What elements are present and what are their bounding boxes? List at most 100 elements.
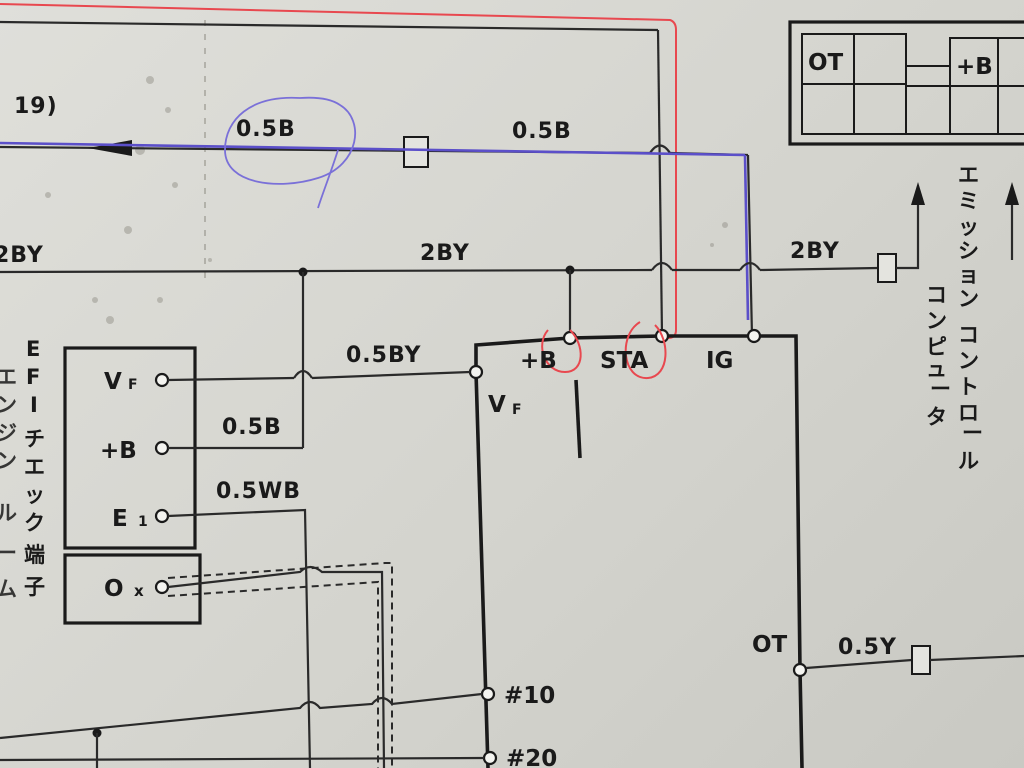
shield-dash-2: [167, 580, 379, 768]
wire-2by: [0, 268, 653, 274]
svg-text:ピ: ピ: [926, 335, 947, 359]
svg-text:エ: エ: [24, 455, 45, 479]
svg-text:ル: ル: [958, 449, 979, 473]
svg-text:ミ: ミ: [958, 189, 979, 213]
svg-text:チ: チ: [24, 427, 45, 451]
sta-feed-wire: [656, 29, 664, 336]
terminal-vf: [468, 364, 484, 380]
svg-text:エ: エ: [0, 365, 17, 389]
svg-text:ク: ク: [24, 511, 45, 535]
svg-text:ョ: ョ: [958, 263, 979, 287]
plus-b-stub: [574, 379, 582, 459]
computer-label: コ ン ピ ュ ー タ: [926, 283, 951, 429]
svg-text:子: 子: [24, 575, 45, 599]
shield-dash-1: [167, 562, 393, 768]
terminal-ot: [792, 662, 808, 678]
label-wire-mid-right: 2BY: [790, 239, 840, 264]
terminal-20: [482, 750, 498, 766]
pin-label-f-sub: F: [128, 377, 138, 393]
emission-connector-grid: [801, 33, 1024, 135]
pin-label-plus-b: +B: [100, 438, 137, 464]
pin-vf: [154, 372, 170, 388]
inline-connector-2: [877, 253, 897, 283]
wire-vf-hop: [293, 369, 313, 379]
svg-text:シ: シ: [958, 239, 979, 263]
label-top-left: 19): [14, 94, 58, 119]
wire-ot: [805, 658, 913, 670]
svg-text:コ: コ: [926, 283, 947, 307]
wire-drop-ig: [746, 154, 754, 337]
svg-text:ム: ム: [0, 577, 17, 601]
pin-label-1-sub: 1: [138, 514, 148, 530]
svg-text:ー: ー: [930, 377, 951, 401]
ecu-label-ig: IG: [706, 348, 733, 374]
wire-crossover-2: [651, 261, 673, 271]
pin-plus-b: [154, 440, 170, 456]
svg-text:ン: ン: [958, 287, 979, 311]
svg-text:ジ: ジ: [0, 421, 17, 445]
svg-text:ロ: ロ: [958, 401, 979, 425]
terminal-10: [480, 686, 496, 702]
paper-texture: [45, 20, 728, 324]
pin-label-e: E: [112, 506, 128, 532]
svg-text:ン: ン: [0, 449, 17, 473]
svg-text:E: E: [26, 337, 40, 361]
wire-2by-far-right: [759, 266, 879, 272]
svg-text:F: F: [26, 365, 40, 389]
svg-text:ン: ン: [926, 309, 947, 333]
purple-marker-vertical: [743, 154, 750, 321]
red-circle-sta: [624, 321, 667, 380]
ecu-left-boundary: [474, 371, 490, 768]
red-circle-plus-b: [541, 329, 582, 374]
ecu-label-sta: STA: [600, 348, 648, 374]
svg-text:ー: ー: [962, 421, 983, 445]
ecu-label-10: #10: [504, 683, 555, 709]
label-wire-mid-left: 2BY: [0, 243, 44, 268]
wire-crossover: [649, 144, 671, 154]
pin-label-v: V: [104, 369, 122, 395]
emission-connector-outline: [788, 20, 1024, 146]
ecu-label-20: #20: [506, 746, 557, 768]
emission-control-label: エ ミ ッ シ ョ ン コ ン ト ロ ー ル: [958, 163, 983, 473]
label-wire-e1: 0.5WB: [216, 479, 301, 504]
up-arrow-1: [911, 182, 925, 205]
emission-pin-ot: OT: [808, 50, 844, 76]
svg-text:ト: ト: [958, 375, 979, 399]
check-connector-title: E F I チ エ ッ ク 端 子: [24, 337, 45, 599]
wire-vf-b: [311, 370, 471, 380]
svg-text:ッ: ッ: [958, 215, 979, 239]
ecu-label-ot: OT: [752, 632, 788, 658]
ecu-label-v: V: [488, 392, 506, 418]
svg-text:タ: タ: [926, 405, 947, 429]
terminal-ig: [746, 328, 762, 344]
wire-to-20: [0, 756, 485, 762]
ecu-label-f-sub: F: [512, 402, 522, 418]
label-wire-mid-center: 2BY: [420, 241, 470, 266]
purple-circle-mark: [224, 96, 356, 185]
flow-arrow: [88, 140, 132, 156]
label-wire-ot: 0.5Y: [838, 635, 897, 660]
red-marker-trace: [0, 3, 677, 339]
pin-label-x-sub: x: [134, 582, 144, 600]
wire-ot-right: [929, 654, 1024, 662]
svg-text:ュ: ュ: [926, 357, 947, 381]
purple-marker-trace: [0, 141, 746, 157]
svg-text:ー: ー: [0, 541, 17, 565]
inline-connector-3: [911, 645, 931, 675]
purple-pen-tail: [317, 149, 339, 209]
svg-text:ル: ル: [0, 501, 17, 525]
svg-text:ン: ン: [958, 349, 979, 373]
engine-room-label: エ ン ジ ン ル ー ム: [0, 365, 17, 601]
top-rail-wire: [0, 20, 659, 32]
ox-connector-box: [63, 553, 202, 625]
label-wire-top-left: 0.5B: [236, 117, 296, 142]
ecu-label-plus-b: +B: [520, 348, 557, 374]
svg-text:ッ: ッ: [24, 483, 45, 507]
pin-ox: [154, 579, 170, 595]
svg-text:エ: エ: [958, 163, 979, 187]
wire-vf-a: [167, 376, 295, 382]
label-wire-vf: 0.5BY: [346, 343, 422, 368]
svg-text:端: 端: [24, 543, 45, 567]
